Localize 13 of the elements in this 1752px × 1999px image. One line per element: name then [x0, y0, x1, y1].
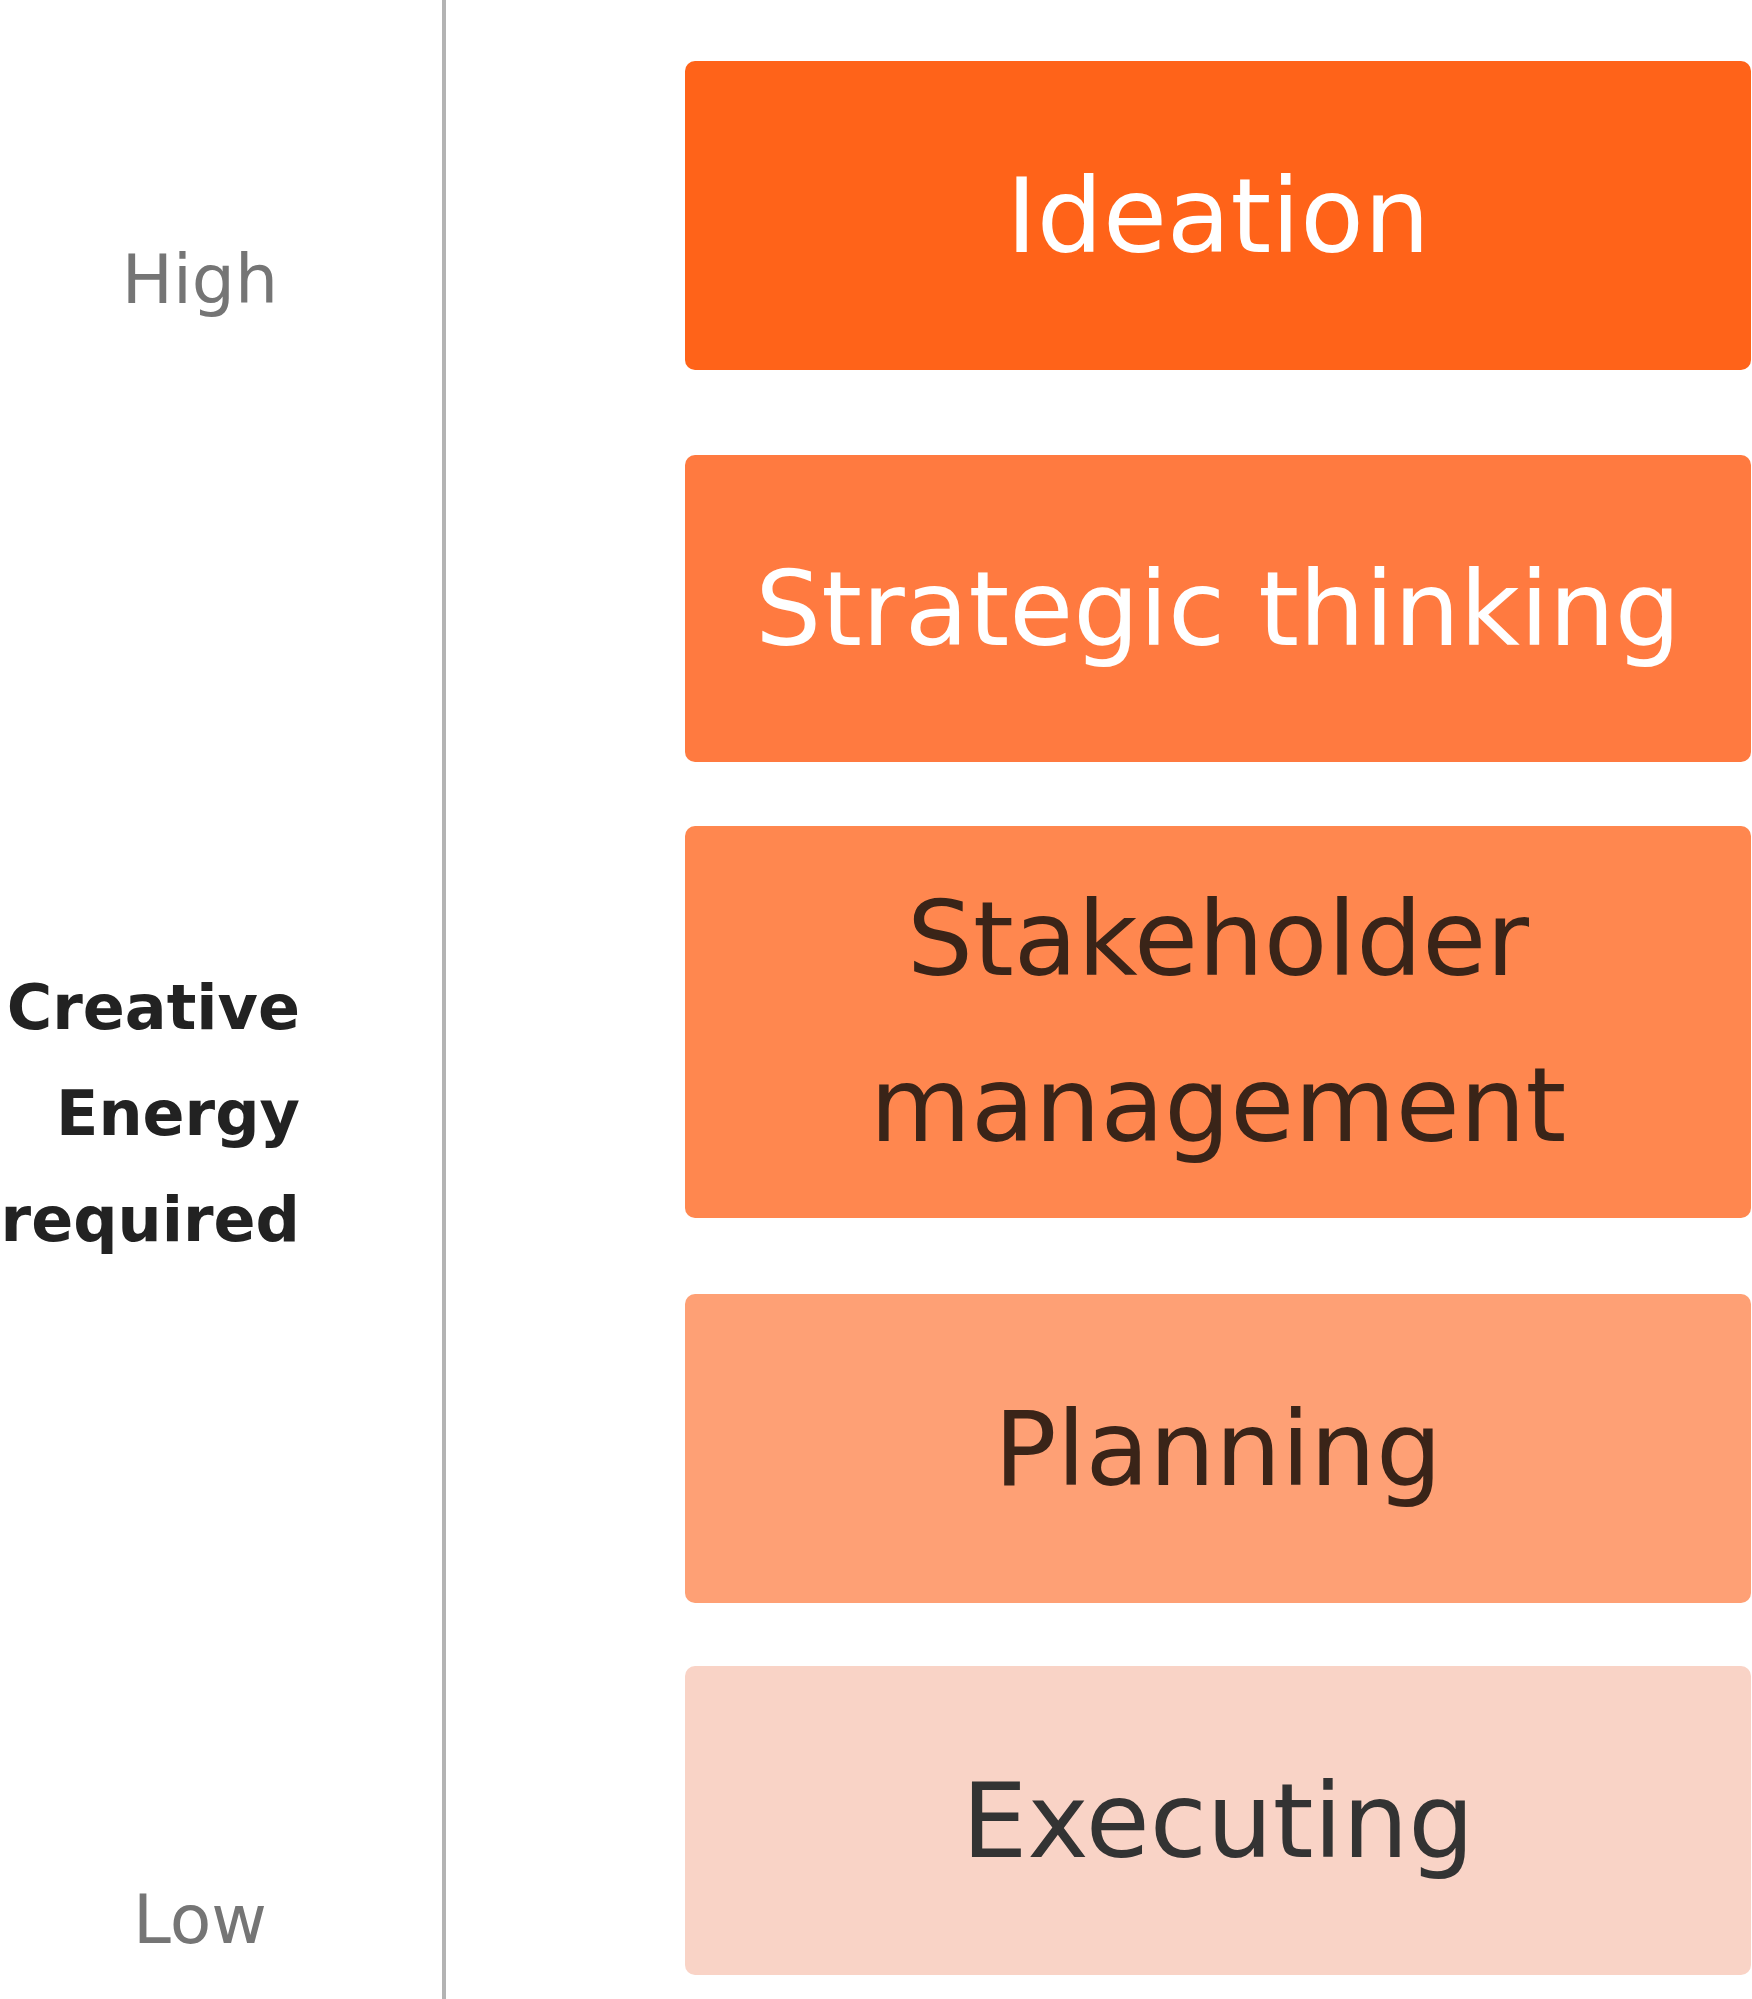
- stage-box: [685, 1294, 1751, 1603]
- stage-box: [685, 1666, 1751, 1975]
- stage-label: Stakeholder management: [868, 877, 1568, 1168]
- axis-title: Creative Energy required: [0, 970, 300, 1258]
- axis-low-label: Low: [132, 1880, 268, 1959]
- stage-label: Planning: [994, 1386, 1442, 1512]
- stage-label: Strategic thinking: [755, 546, 1681, 672]
- stage-box: [685, 826, 1751, 1218]
- stage-label: Executing: [961, 1758, 1475, 1884]
- stage-box: [685, 61, 1751, 370]
- axis-high-label: High: [120, 240, 280, 319]
- stage-box: [685, 455, 1751, 762]
- stage-label: Ideation: [1006, 153, 1430, 279]
